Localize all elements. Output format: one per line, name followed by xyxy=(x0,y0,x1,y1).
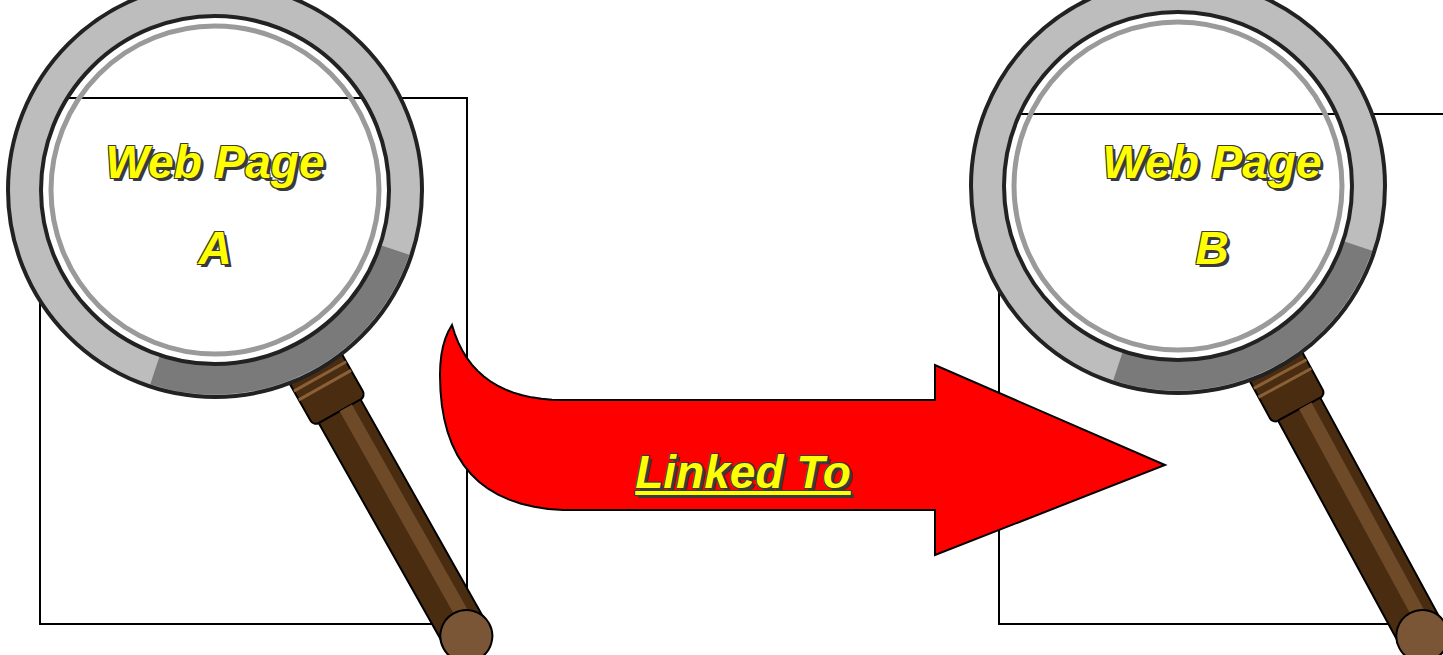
rim-shadow xyxy=(1118,246,1358,376)
magnifier-glass xyxy=(971,0,1443,655)
lens-rim xyxy=(25,0,405,380)
web-page-box: Web Page A xyxy=(39,97,468,625)
magnifier-handle xyxy=(283,343,505,655)
collar-ring xyxy=(1249,351,1302,380)
page-title: Web Page A xyxy=(100,119,330,291)
rim-outline xyxy=(971,0,1385,393)
handle-grip xyxy=(1278,398,1442,645)
collar-ring xyxy=(294,362,346,391)
collar-ring xyxy=(1259,369,1312,398)
rim-outline xyxy=(41,16,389,364)
lens-edge xyxy=(51,26,379,354)
lens-edge xyxy=(1014,22,1342,350)
link-arrow xyxy=(440,325,1165,555)
collar-ring xyxy=(289,353,341,382)
rim-outline xyxy=(8,0,422,397)
handle-grip xyxy=(319,400,486,646)
handle-collar xyxy=(1243,340,1325,423)
rim-shadow xyxy=(155,250,395,380)
handle-highlight xyxy=(340,404,477,633)
collar-ring xyxy=(1254,360,1307,389)
magnifier-handle xyxy=(1243,340,1443,655)
rim-outline xyxy=(1004,12,1352,360)
handle-knob xyxy=(1387,601,1443,655)
lens-rim xyxy=(988,0,1368,376)
arrow-label: Linked To xyxy=(635,444,851,500)
collar-ring xyxy=(299,370,351,399)
magnifier-glass xyxy=(8,0,505,655)
web-page-box: Web Page B xyxy=(998,113,1443,625)
handle-collar xyxy=(283,343,366,426)
page-title: Web Page B xyxy=(1097,119,1327,291)
handle-highlight xyxy=(1299,403,1433,634)
